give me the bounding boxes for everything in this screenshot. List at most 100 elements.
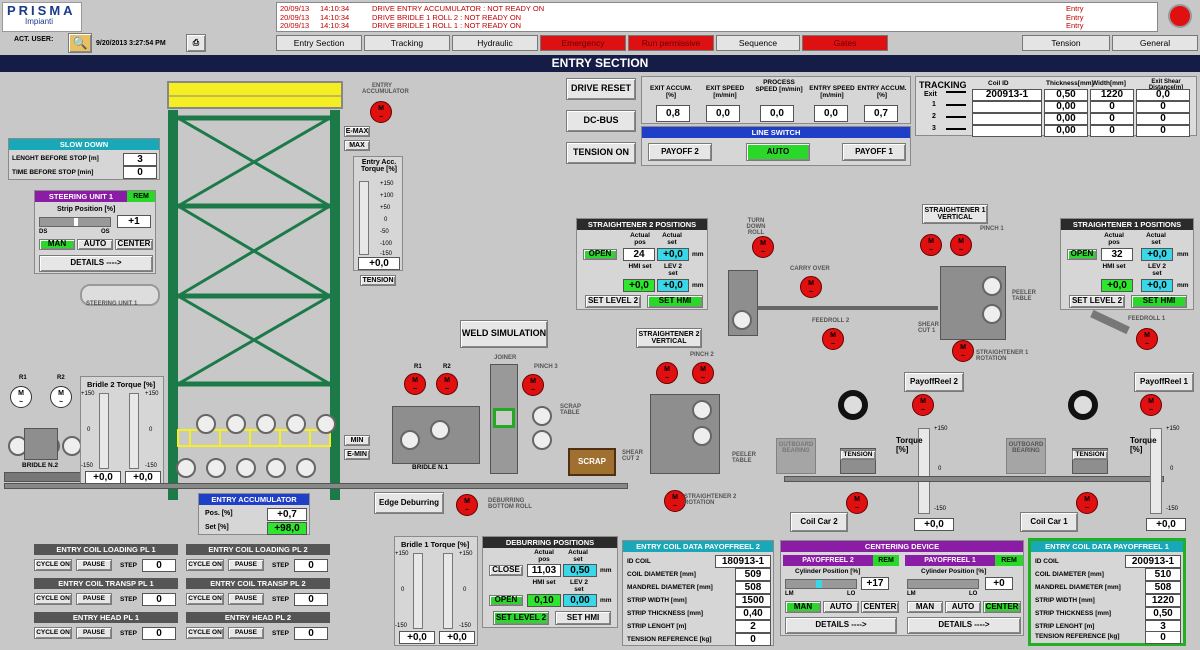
pinch3-motor-icon[interactable]: M~ [522,374,544,396]
payoff-reel1-motor-icon[interactable]: M~ [1140,394,1162,416]
tab-tracking[interactable]: Tracking [364,35,450,51]
bridle2-r2-label: R2 [57,375,65,381]
tab-sequence[interactable]: Sequence [716,35,800,51]
pinch1-motor-b-icon[interactable]: M~ [950,234,972,256]
acc-set-value[interactable]: +98,0 [267,522,307,535]
pl-cycle-on-button[interactable]: CYCLE ON [34,593,72,605]
centering-p2-header: PAYOFFREEL 2 [783,555,873,566]
pl-cycle-on-button[interactable]: CYCLE ON [186,627,224,639]
bridle1-r1-motor-icon[interactable]: M~ [404,373,426,395]
gauge-tick: -100 [380,241,393,247]
tab-entry-section[interactable]: Entry Section [276,35,362,51]
deb-open-button[interactable]: OPEN [489,595,523,606]
tab-gates[interactable]: Gates [802,35,888,51]
accumulator-motor-icon[interactable]: M~ [370,101,392,123]
pinch2-motor-b-icon[interactable]: M~ [692,362,714,384]
carry-over-motor-icon[interactable]: M~ [800,276,822,298]
steering-auto-button[interactable]: AUTO [77,239,113,250]
gauge-tick: -150 [934,506,947,512]
weld-simulation-button[interactable]: WELD SIMULATION [460,320,548,348]
centering-p1-details-button[interactable]: DETAILS ----> [907,617,1021,634]
str1-set-level2-button[interactable]: SET LEVEL 2 [1069,295,1125,308]
coil-car1-button[interactable]: Coil Car 1 [1020,512,1078,532]
feedroll2-motor-icon[interactable]: M~ [822,328,844,350]
pl-pause-button[interactable]: PAUSE [228,559,264,571]
str1-title: STRAIGHTENER 1 POSITIONS [1061,219,1193,230]
tab-general[interactable]: General [1112,35,1198,51]
deb-set-level2-button[interactable]: SET LEVEL 2 [493,611,549,625]
steering-details-button[interactable]: DETAILS ----> [39,255,153,272]
alarm-icon[interactable] [1168,4,1192,28]
straightener1-vertical-button[interactable]: STRAIGHTENER 1 VERTICAL [922,204,988,224]
straightener2-rotation-motor-icon[interactable]: M~ [664,490,686,512]
pl-cycle-on-button[interactable]: CYCLE ON [34,559,72,571]
coil-car2-motor-icon[interactable]: M~ [846,492,868,514]
deb-set-hmi-button[interactable]: SET HMI [555,611,611,625]
centering-p2-man-button[interactable]: MAN [785,601,821,613]
coil-data-payoff1-panel: ENTRY COIL DATA PAYOFFREEL 1 ID COIL 200… [1028,538,1186,646]
login-button[interactable]: 🔍 [68,33,92,53]
centering-p1-cyl-label: Cylinder Position [%] [921,568,987,575]
print-button[interactable]: ⎙ [186,34,206,52]
auto-select-button[interactable]: AUTO [746,143,810,161]
pl-pause-button[interactable]: PAUSE [228,593,264,605]
str2-open-button[interactable]: OPEN [583,249,617,260]
bridle1-r2-motor-icon[interactable]: M~ [436,373,458,395]
tension-on-button[interactable]: TENSION ON [566,142,636,164]
deb-hmi-value[interactable]: 0,10 [527,594,561,607]
pinch2-motor-a-icon[interactable]: M~ [656,362,678,384]
centering-lm-label: LM [785,591,794,597]
straightener2-vertical-button[interactable]: STRAIGHTENER 2 VERTICAL [636,328,702,348]
accumulator-roll-icon [266,458,286,478]
straightener1-rotation-motor-icon[interactable]: M~ [952,340,974,362]
coil-car1-motor-icon[interactable]: M~ [1076,492,1098,514]
pl-pause-button[interactable]: PAUSE [76,593,112,605]
str1-hmi-value[interactable]: +0,0 [1101,279,1133,292]
bridle2-r2-motor-icon[interactable]: M~ [50,386,72,408]
deb-close-button[interactable]: CLOSE [489,565,523,576]
steering-center-button[interactable]: CENTER [115,239,153,250]
payoff-reel1-button[interactable]: PayoffReel 1 [1134,372,1194,392]
drive-reset-button[interactable]: DRIVE RESET [566,78,636,100]
pl-pause-button[interactable]: PAUSE [76,627,112,639]
payoff2-select-button[interactable]: PAYOFF 2 [648,143,712,161]
pinch1-motor-a-icon[interactable]: M~ [920,234,942,256]
payoff-reel2-button[interactable]: PayoffReel 2 [904,372,964,392]
tab-tension[interactable]: Tension [1022,35,1110,51]
str2-set-hmi-button[interactable]: SET HMI [647,295,703,308]
payoff1-select-button[interactable]: PAYOFF 1 [842,143,906,161]
centering-p2-center-button[interactable]: CENTER [861,601,899,613]
str2-set-level2-button[interactable]: SET LEVEL 2 [585,295,641,308]
feedroll1-motor-icon[interactable]: M~ [1136,328,1158,350]
coil1-label: ID COIL [1035,558,1059,565]
centering-p2-cyl-label: Cylinder Position [%] [795,568,861,575]
ds-label: DS [39,229,48,235]
centering-p2-auto-button[interactable]: AUTO [823,601,859,613]
tab-hydraulic[interactable]: Hydraulic [452,35,538,51]
str1-set-hmi-button[interactable]: SET HMI [1131,295,1187,308]
pl-pause-button[interactable]: PAUSE [228,627,264,639]
deburring-motor-icon[interactable]: M~ [456,494,478,516]
edge-deburring-button[interactable]: Edge Deburring [374,492,444,514]
str2-hmi-value[interactable]: +0,0 [623,279,655,292]
pl-cycle-on-button[interactable]: CYCLE ON [34,627,72,639]
centering-p2-details-button[interactable]: DETAILS ----> [785,617,897,634]
steering-man-button[interactable]: MAN [39,239,75,250]
accumulator-roll-icon [196,414,216,434]
centering-p2-bar [785,579,857,589]
centering-p1-auto-button[interactable]: AUTO [945,601,981,613]
payoff-reel2-motor-icon[interactable]: M~ [912,394,934,416]
tab-run-permissive[interactable]: Run permissive [628,35,714,51]
pl-pause-button[interactable]: PAUSE [76,559,112,571]
dc-bus-button[interactable]: DC-BUS [566,110,636,132]
accumulator-tension-button[interactable]: TENSION [360,275,396,286]
centering-p1-center-button[interactable]: CENTER [983,601,1021,613]
bridle2-r1-motor-icon[interactable]: M~ [10,386,32,408]
pl-cycle-on-button[interactable]: CYCLE ON [186,559,224,571]
centering-p1-man-button[interactable]: MAN [907,601,943,613]
tab-emergency[interactable]: Emergency [540,35,626,51]
turn-down-motor-icon[interactable]: M~ [752,236,774,258]
coil-car2-button[interactable]: Coil Car 2 [790,512,848,532]
pl-cycle-on-button[interactable]: CYCLE ON [186,593,224,605]
str1-open-button[interactable]: OPEN [1067,249,1097,260]
